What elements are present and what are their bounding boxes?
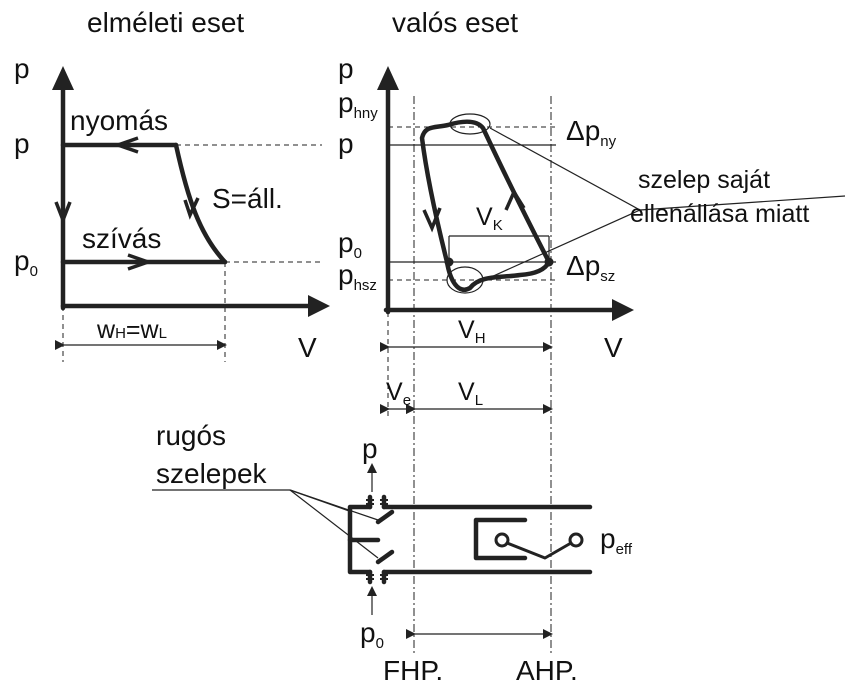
ahp-label: AHP. (516, 655, 578, 686)
real-diagram: p phny p p0 phsz V Δpny Δpsz VK VH Ve VL… (338, 53, 846, 655)
left-arrow-suction (127, 253, 154, 271)
left-v-axis-label: V (298, 332, 317, 363)
suction-label: szívás (82, 223, 161, 254)
title-real: valós eset (392, 7, 518, 38)
note-underline (639, 195, 846, 211)
title-theoretical: elméleti eset (87, 7, 244, 38)
suction-valve-flap (375, 549, 395, 565)
spring-label-line-2: szelepek (156, 458, 268, 489)
right-p0-label: p0 (338, 227, 362, 262)
theoretical-diagram: p p p0 V nyomás szívás S=áll. wH=wL (14, 53, 330, 363)
left-arrow-discharge (112, 136, 139, 154)
work-label: wH=wL (96, 316, 167, 344)
discharge-valve-flap (375, 509, 395, 525)
indicator-bracket (473, 517, 528, 561)
cylinder-schematic: rugós szelepek p p0 peff FHP. AHP. (152, 420, 633, 686)
leader-lower (479, 209, 641, 283)
real-arrow-expansion (422, 207, 442, 233)
spring-valve-leader-3 (289, 489, 353, 513)
phny-label: phny (338, 87, 378, 122)
right-p-axis-arrowhead (377, 66, 399, 90)
discharge-valve-bump (449, 113, 491, 135)
spring-label-line-1: rugós (156, 420, 226, 451)
right-p-axis-label: p (338, 53, 354, 84)
dp-sz-label: Δpsz (566, 250, 615, 285)
left-v-axis-arrowhead (308, 295, 330, 317)
left-p-axis-label: p (14, 53, 30, 84)
vk-label: VK (476, 203, 503, 234)
dp-ny-label: Δpny (566, 115, 617, 150)
isentropic-label: S=áll. (212, 183, 283, 214)
peff-label: peff (600, 523, 633, 558)
suction-valve-spring (366, 574, 388, 580)
left-isentropic-curve (173, 142, 228, 265)
discharge-label: nyomás (70, 105, 168, 136)
valve-note-line-1: szelep saját (638, 166, 770, 194)
discharge-pressure-label: p (362, 433, 378, 464)
suction-pressure-label: p0 (360, 617, 384, 652)
fhp-label: FHP. (383, 655, 443, 686)
spring-valve-leader-2 (289, 489, 379, 559)
leader-upper (489, 127, 641, 211)
vl-label: VL (458, 378, 483, 409)
valve-note-line-2: ellenállása miatt (630, 200, 809, 228)
discharge-valve-spring (366, 499, 388, 505)
vh-label: VH (458, 316, 486, 347)
discharge-valve-port (367, 494, 387, 510)
left-arrow-expansion (54, 201, 72, 225)
left-p0-label: p0 (14, 245, 38, 280)
indicator-pivot-right (568, 532, 584, 548)
left-arrow-compression (183, 197, 200, 220)
left-p-axis-arrowhead (52, 66, 74, 90)
real-arrow-compression (504, 188, 526, 211)
real-cycle-loop (419, 119, 552, 292)
ve-label: Ve (386, 378, 411, 409)
right-p-level-label: p (338, 128, 354, 159)
right-v-axis-arrowhead (612, 299, 634, 321)
left-p-level-label: p (14, 128, 30, 159)
indicator-pivot-left (494, 532, 510, 548)
indicator-linkage (505, 541, 573, 560)
suction-valve-port (367, 569, 387, 585)
phsz-label: phsz (338, 259, 377, 294)
right-v-axis-label: V (604, 332, 623, 363)
